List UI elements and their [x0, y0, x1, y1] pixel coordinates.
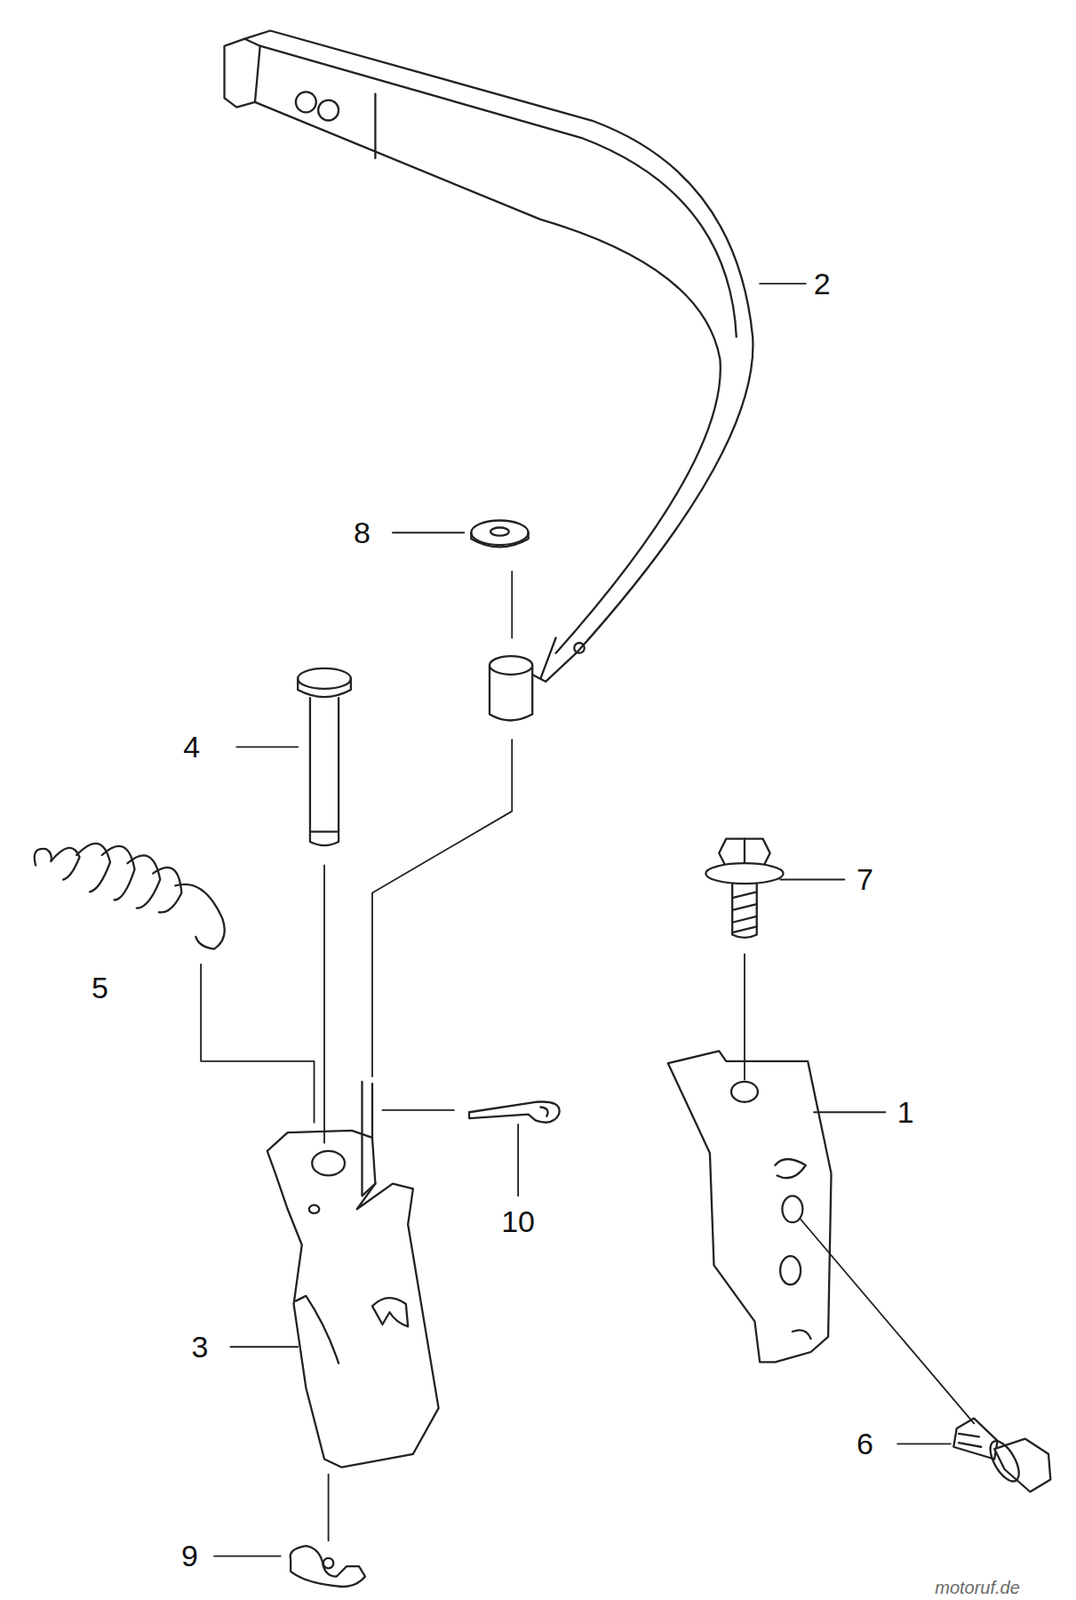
spring-part	[34, 843, 225, 949]
clip-pin-part	[469, 1100, 560, 1122]
callout-number: 9	[181, 1539, 199, 1571]
callout-number: 10	[501, 1205, 535, 1236]
callout-number: 4	[183, 731, 200, 762]
screw-part	[953, 1418, 1051, 1492]
callout-number: 1	[897, 1096, 915, 1127]
callout-number: 5	[91, 972, 109, 1003]
washer-part	[470, 519, 528, 547]
callout-number: 7	[856, 863, 874, 894]
watermark: motoruf.de	[934, 1578, 1021, 1596]
bolt-part	[705, 838, 783, 938]
bracket-part	[668, 1050, 832, 1362]
callout-number: 3	[191, 1331, 209, 1362]
callout-number: 6	[856, 1427, 874, 1459]
callout-number: 2	[813, 268, 831, 299]
leader-line	[200, 283, 974, 1555]
callout-number: 8	[353, 517, 371, 548]
lever-part	[267, 1081, 439, 1467]
e-clip-part	[290, 1545, 366, 1587]
pin-part	[297, 668, 351, 845]
strap-part	[224, 31, 754, 721]
